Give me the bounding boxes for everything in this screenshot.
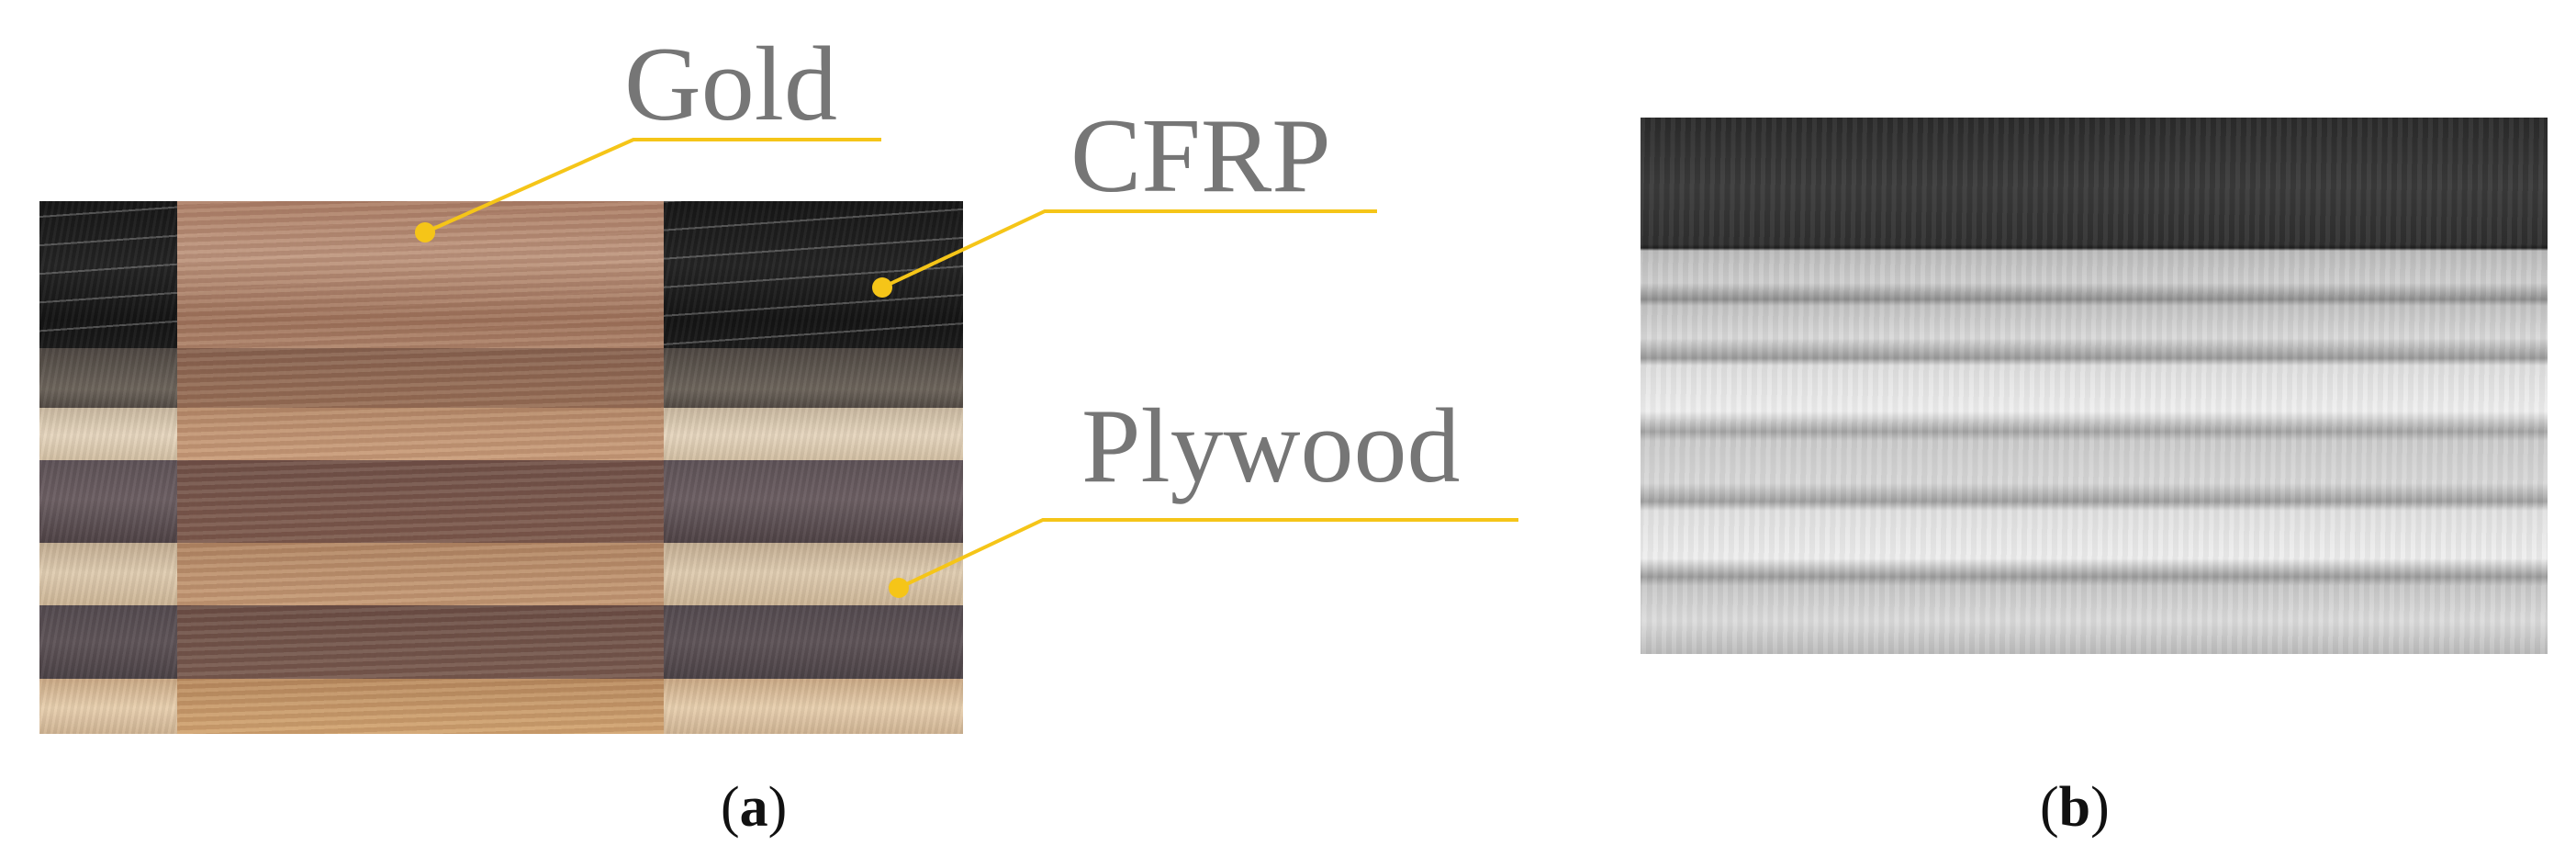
plywood-marker-dot <box>889 578 909 598</box>
cfrp-marker-dot <box>872 277 892 298</box>
gold-coating-strip <box>177 201 664 734</box>
gold-marker-dot <box>415 222 435 242</box>
panel-a-open-paren: ( <box>721 776 740 839</box>
specimen-photo <box>39 201 963 734</box>
panel-b-close-paren: ) <box>2090 776 2110 839</box>
xray-image <box>1641 118 2548 654</box>
plywood-leader-line <box>898 518 1518 590</box>
panel-b-open-paren: ( <box>2040 776 2059 839</box>
plywood-callout-label: Plywood <box>1081 388 1461 505</box>
panel-a-letter: a <box>739 776 768 839</box>
panel-b-label: (b) <box>2040 779 2110 836</box>
panel-a-close-paren: ) <box>767 776 788 839</box>
cfrp-leader-line <box>881 209 1377 289</box>
gold-leader-line <box>424 138 881 234</box>
panel-b-letter: b <box>2058 776 2091 839</box>
cfrp-callout-label: CFRP <box>1070 97 1331 215</box>
gold-callout-label: Gold <box>624 26 837 143</box>
panel-a-label: (a) <box>721 779 787 836</box>
